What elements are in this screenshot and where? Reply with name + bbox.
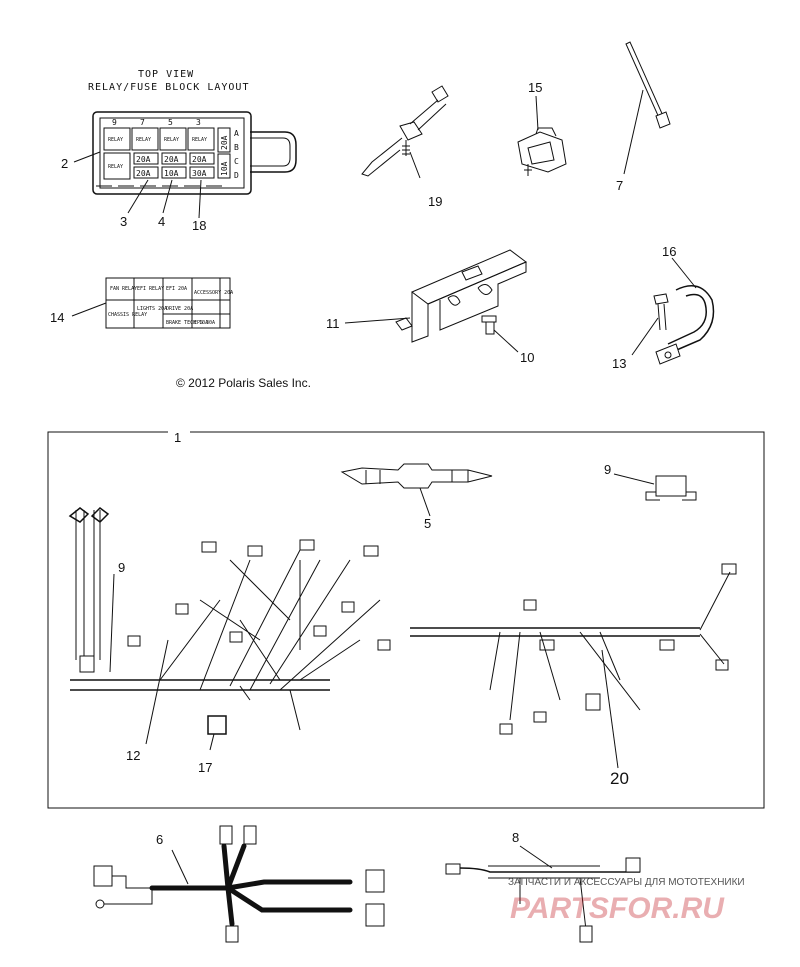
decal-cell: EFI 20A (166, 286, 187, 292)
main-harness-box (47, 431, 765, 809)
decal-cell: EPS 30A (194, 320, 215, 326)
callout-17: 17 (198, 760, 212, 775)
fuse-block-layout: TOP VIEW RELAY/FUSE BLOCK LAYOUT 9 7 5 3… (73, 69, 297, 219)
connector-15 (517, 95, 567, 176)
callout-15: 15 (528, 80, 542, 95)
callout-5: 5 (424, 516, 431, 531)
callout-13: 13 (612, 356, 626, 371)
callout-1: 1 (174, 430, 181, 445)
cable-tie-19 (361, 85, 449, 179)
harness-8 (445, 845, 641, 943)
watermark: ЗАПЧАСТИ И АКСЕССУАРЫ ДЛЯ МОТОТЕХНИКИ PA… (508, 877, 745, 925)
watermark-tagline: ЗАПЧАСТИ И АКСЕССУАРЫ ДЛЯ МОТОТЕХНИКИ (508, 877, 745, 888)
decal-cell: FAN RELAY (110, 286, 137, 292)
top-number: 3 (196, 118, 201, 127)
callout-12: 12 (126, 748, 140, 763)
decal-cell: BRAKE TECH 10A (166, 320, 208, 326)
callout-2: 2 (61, 156, 68, 171)
fuse-label: 20A (192, 155, 207, 164)
fuse-label: 30A (192, 169, 207, 178)
top-number: 7 (140, 118, 145, 127)
top-number: 5 (168, 118, 173, 127)
fuse-label: 10A (164, 169, 179, 178)
decal-cell: DRIVE 20A (166, 306, 193, 312)
relay-label: RELAY (108, 164, 123, 170)
decal-cell: LIGHTS 20A (137, 306, 167, 312)
column-letter: D (234, 171, 239, 180)
tie-strap-7 (623, 41, 671, 175)
fuse-label: 20A (136, 169, 151, 178)
decal-cell: CHASSIS RELAY (108, 312, 147, 318)
layout-title: RELAY/FUSE BLOCK LAYOUT (88, 82, 249, 93)
decal-cell: EFI RELAY (137, 286, 164, 292)
callout-7: 7 (616, 178, 623, 193)
relay-label: RELAY (136, 137, 151, 143)
callout-16: 16 (662, 244, 676, 259)
relay-label: RELAY (108, 137, 123, 143)
column-letter: A (234, 129, 239, 138)
watermark-logo: PARTSFOR.RU (510, 892, 725, 925)
clamp-16 (631, 257, 715, 365)
decal-cell: ACCESSORY 20A (194, 290, 233, 296)
top-number: 9 (112, 118, 117, 127)
callout-9-fuse: 9 (604, 462, 611, 477)
fuse-label: 20A (136, 155, 151, 164)
bracket-11 (344, 249, 527, 353)
callout-8: 8 (512, 830, 519, 845)
callout-19: 19 (428, 194, 442, 209)
callout-3: 3 (120, 214, 127, 229)
fuse-label: 10A (220, 161, 229, 176)
fuse-decal-14: FAN RELAY EFI RELAY CHASSIS RELAY LIGHTS… (71, 277, 233, 329)
callout-14: 14 (50, 310, 64, 325)
callouts: 1 2 3 4 5 6 7 8 9 9 10 11 12 13 14 15 16… (50, 80, 676, 847)
callout-20: 20 (610, 769, 629, 788)
callout-4: 4 (158, 214, 165, 229)
column-letter: B (234, 143, 239, 152)
callout-6: 6 (156, 832, 163, 847)
fuse-label: 20A (164, 155, 179, 164)
fuse-label: 20A (220, 135, 229, 150)
top-view-title: TOP VIEW (138, 69, 194, 80)
harness-6 (93, 825, 385, 943)
relay-label: RELAY (164, 137, 179, 143)
callout-10: 10 (520, 350, 534, 365)
callout-9-harness: 9 (118, 560, 125, 575)
column-letter: C (234, 157, 239, 166)
copyright: © 2012 Polaris Sales Inc. (176, 376, 311, 390)
callout-18: 18 (192, 218, 206, 233)
callout-11: 11 (326, 316, 340, 331)
relay-label: RELAY (192, 137, 207, 143)
